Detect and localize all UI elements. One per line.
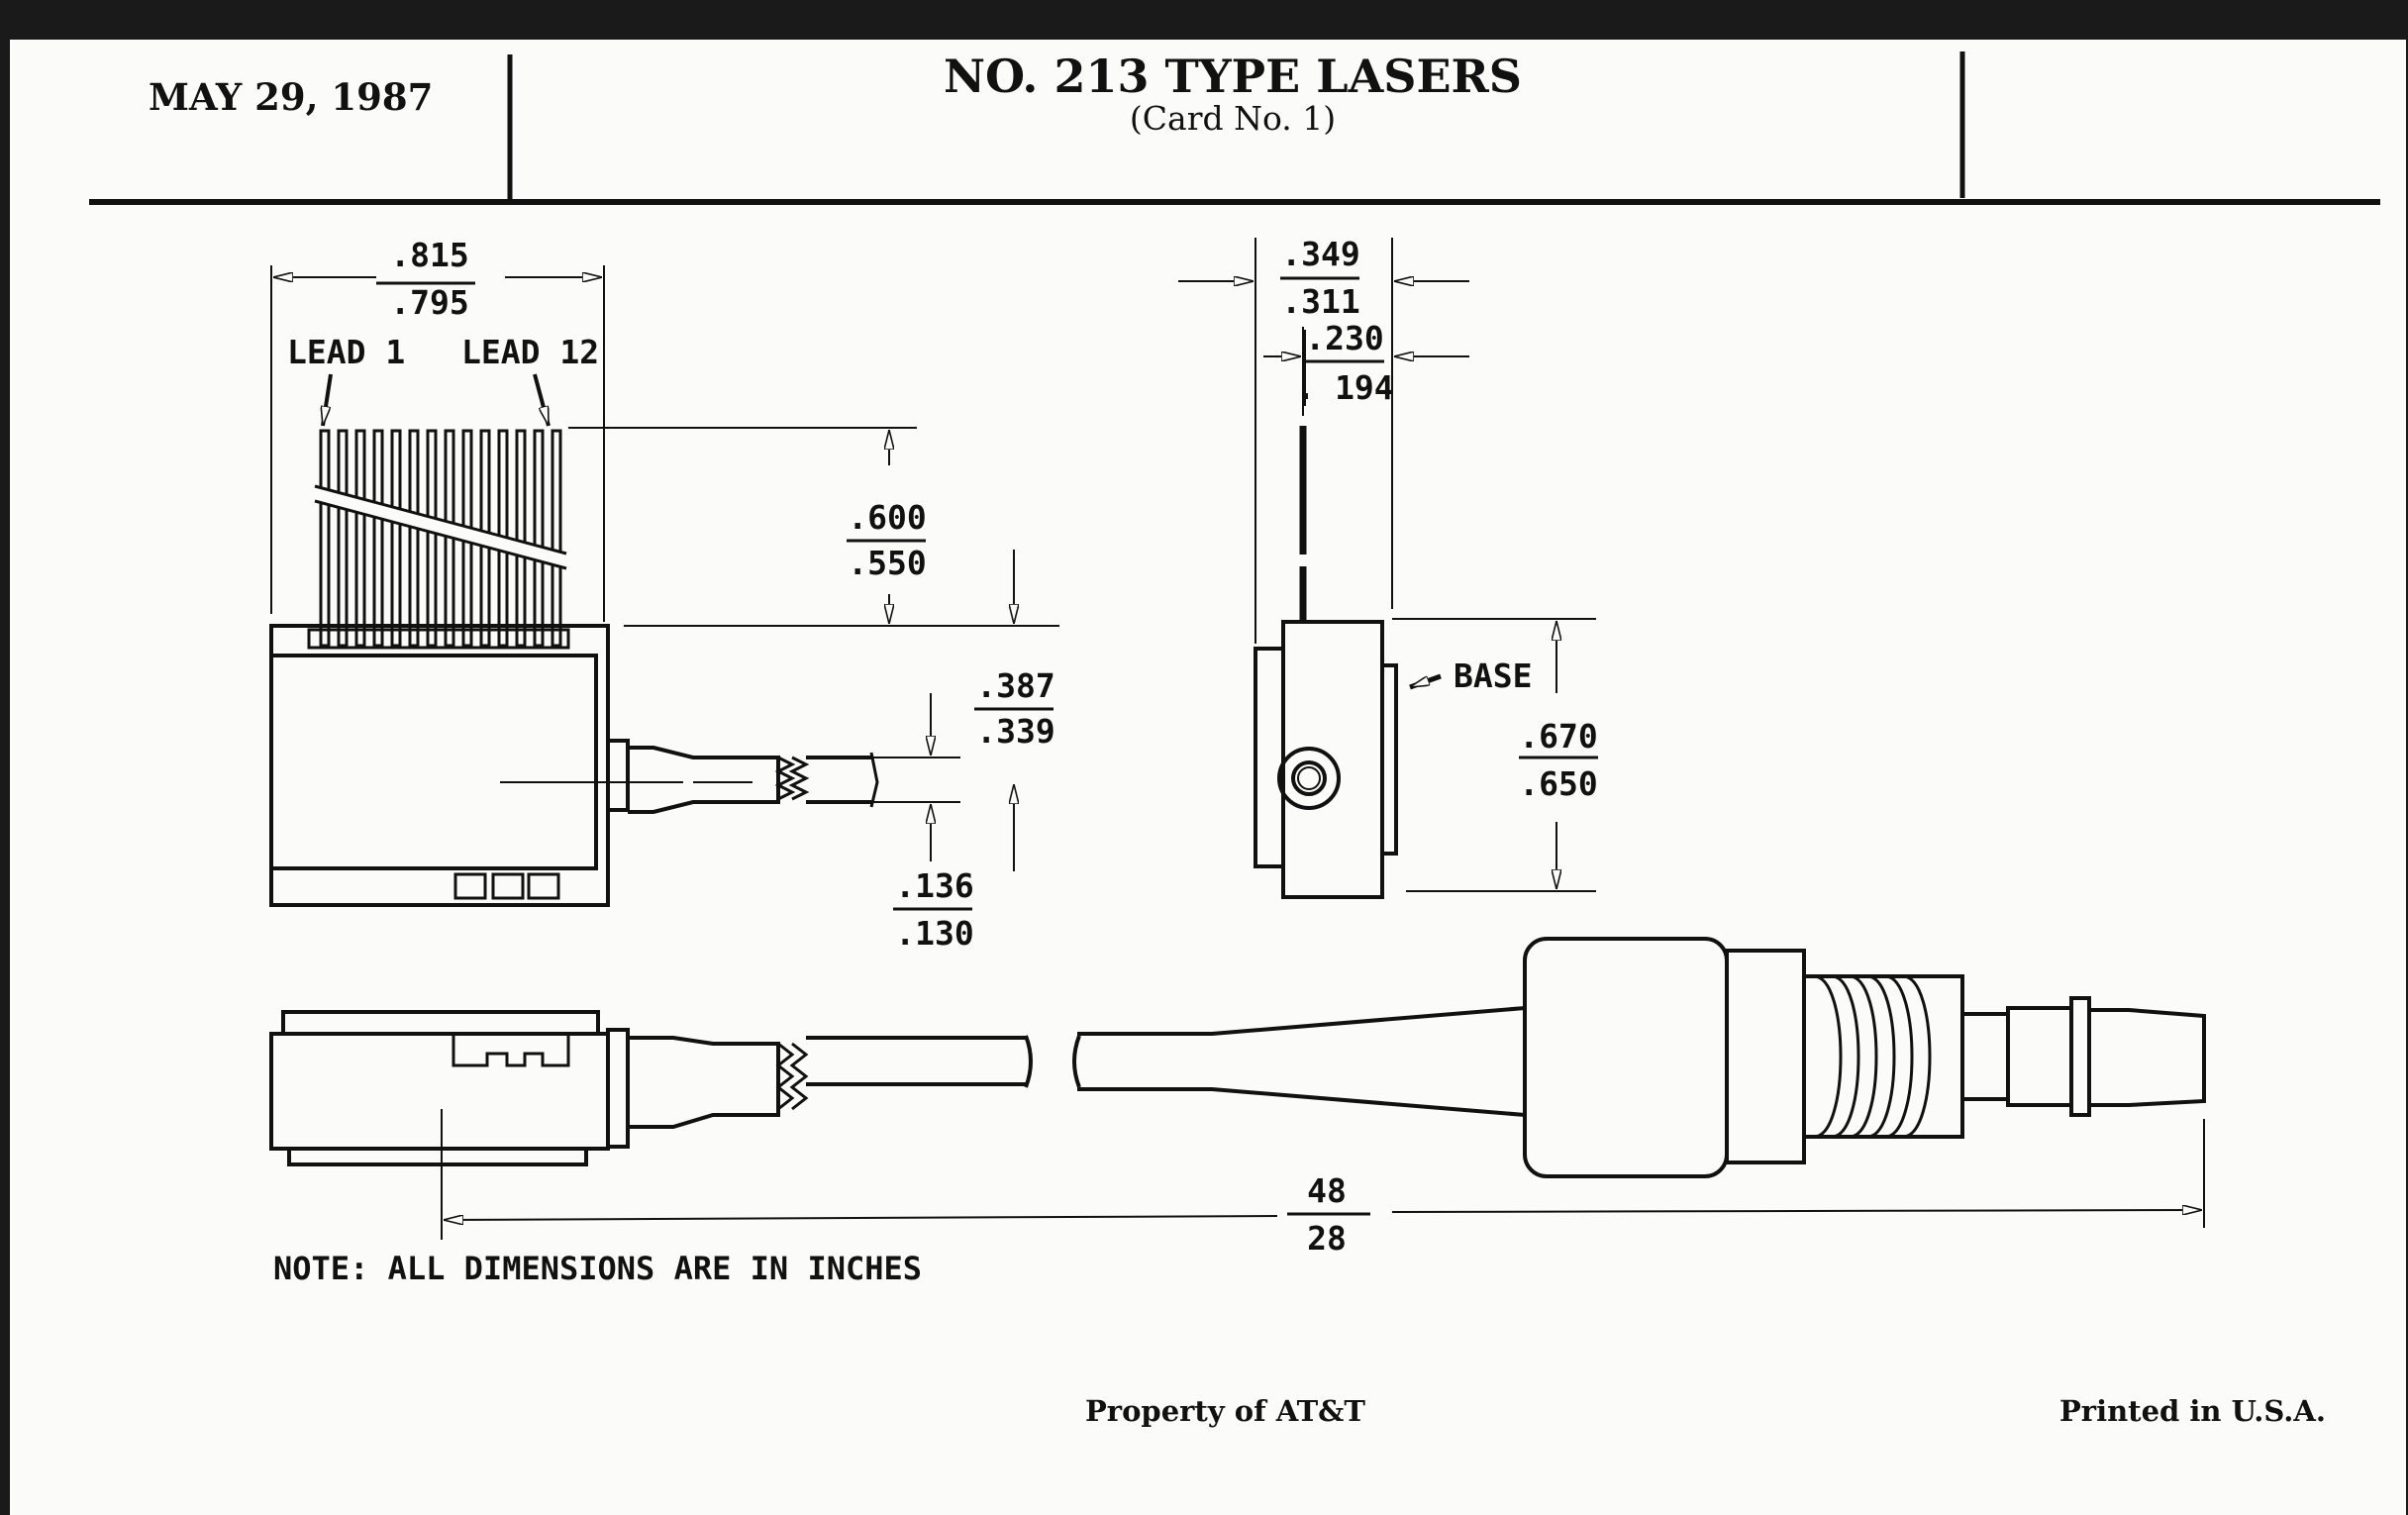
dim-depth-min: .311 — [1281, 282, 1359, 321]
card-subtitle: (Card No. 1) — [1129, 99, 1337, 138]
dim-fiber-max: .136 — [895, 866, 973, 905]
dim-fiber-length-max: 48 — [1307, 1171, 1347, 1210]
dim-height-max: .670 — [1519, 717, 1597, 756]
dim-depth-max: .349 — [1281, 235, 1359, 273]
label-lead-1: LEAD 1 — [287, 333, 405, 371]
dim-width-max: .815 — [390, 236, 468, 274]
note-dimensions: NOTE: ALL DIMENSIONS ARE IN INCHES — [273, 1250, 922, 1287]
card-title: NO. 213 TYPE LASERS — [944, 50, 1522, 103]
footer-printed: Printed in U.S.A. — [2059, 1394, 2326, 1428]
dim-lead-length-min: .550 — [848, 544, 926, 582]
dim-height-min: .650 — [1519, 764, 1597, 803]
side-view — [1254, 426, 1398, 899]
dim-inner-min: . 194 — [1295, 368, 1393, 407]
dim-offset-max: .387 — [976, 666, 1054, 705]
dim-fiber-min: .130 — [895, 914, 973, 953]
top-view-dimensions — [270, 265, 1059, 911]
dim-inner-max: .230 — [1305, 319, 1383, 357]
label-lead-12: LEAD 12 — [461, 333, 599, 371]
dim-fiber-length-min: 28 — [1307, 1219, 1347, 1258]
dim-width-min: .795 — [390, 283, 468, 322]
top-view — [269, 429, 879, 907]
dim-offset-min: .339 — [976, 712, 1054, 751]
spec-card — [10, 40, 2406, 1515]
full-length-dimensions — [441, 1109, 2205, 1240]
header-rules — [89, 51, 2380, 205]
full-length-view — [269, 937, 2206, 1178]
lead-break — [313, 486, 568, 567]
dim-lead-length-max: .600 — [848, 498, 926, 537]
leads — [319, 429, 562, 648]
footer-property: Property of AT&T — [1085, 1394, 1365, 1428]
label-base: BASE — [1454, 656, 1532, 695]
card-date: MAY 29, 1987 — [149, 75, 434, 119]
side-view-dimensions — [1178, 238, 1598, 892]
